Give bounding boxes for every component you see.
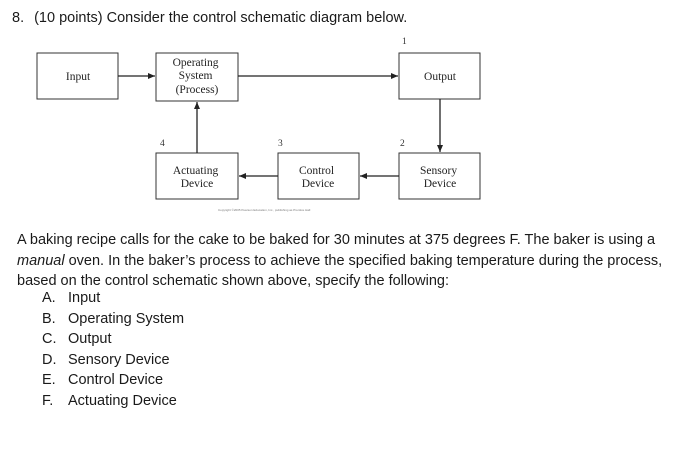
paragraph-part-1: A baking recipe calls for the cake to be… (17, 232, 656, 248)
option-letter: C. (42, 331, 57, 347)
option-text: Sensory Device (68, 351, 170, 368)
connection-number-4: 4 (160, 139, 165, 149)
output-box (398, 52, 481, 100)
control-schematic-diagram: Input Operating System (Process) Output … (36, 37, 481, 212)
option-letter: F. (42, 392, 54, 409)
paragraph-emphasis: manual (17, 252, 65, 269)
option-text: Input (68, 290, 101, 306)
question-header: 8. (10 points) Consider the control schem… (12, 9, 407, 27)
question-prompt: Consider the control schematic diagram b… (106, 10, 408, 26)
question-paragraph: A baking recipe calls for the cake to be… (17, 230, 677, 292)
paragraph-part-2: oven. In the baker’s process to achieve … (17, 252, 663, 290)
operating-system-box (155, 52, 239, 102)
option-text: Operating System (68, 310, 185, 327)
input-box-label: Input (66, 71, 91, 83)
answer-options-list: A. Input B. Operating System C. Output D. Se… (42, 288, 184, 411)
question-points: (10 points) (34, 10, 103, 26)
input-box (36, 52, 119, 100)
sensory-device-box-label: Sensory Device (420, 165, 460, 190)
option-text: Control Device (68, 372, 164, 388)
option-a: A. Input (42, 288, 184, 309)
connection-number-2: 2 (400, 139, 405, 149)
output-box-label: Output (424, 71, 457, 83)
option-letter: D. (42, 351, 57, 368)
connection-number-3: 3 (278, 139, 283, 149)
copyright-note: Copyright ©2005 Pearson Education, Inc.,… (218, 208, 311, 212)
option-letter: E. (42, 372, 56, 388)
option-b: B. Operating System (42, 309, 184, 330)
option-f: F. Actuating Device (42, 391, 184, 412)
option-letter: A. (42, 290, 56, 306)
operating-system-box-label: Operating System (Process) (173, 57, 222, 96)
option-e: E. Control Device (42, 370, 184, 391)
question-number: 8. (12, 10, 25, 26)
connection-number-1: 1 (402, 37, 407, 47)
actuating-device-box-label: Actuating Device (173, 165, 221, 190)
option-letter: B. (42, 310, 56, 327)
sensory-device-box (398, 152, 481, 200)
control-device-box-label: Control Device (299, 165, 337, 190)
option-d: D. Sensory Device (42, 350, 184, 371)
option-text: Output (68, 331, 112, 347)
control-device-box (277, 152, 360, 200)
option-c: C. Output (42, 329, 184, 350)
option-text: Actuating Device (68, 392, 177, 409)
